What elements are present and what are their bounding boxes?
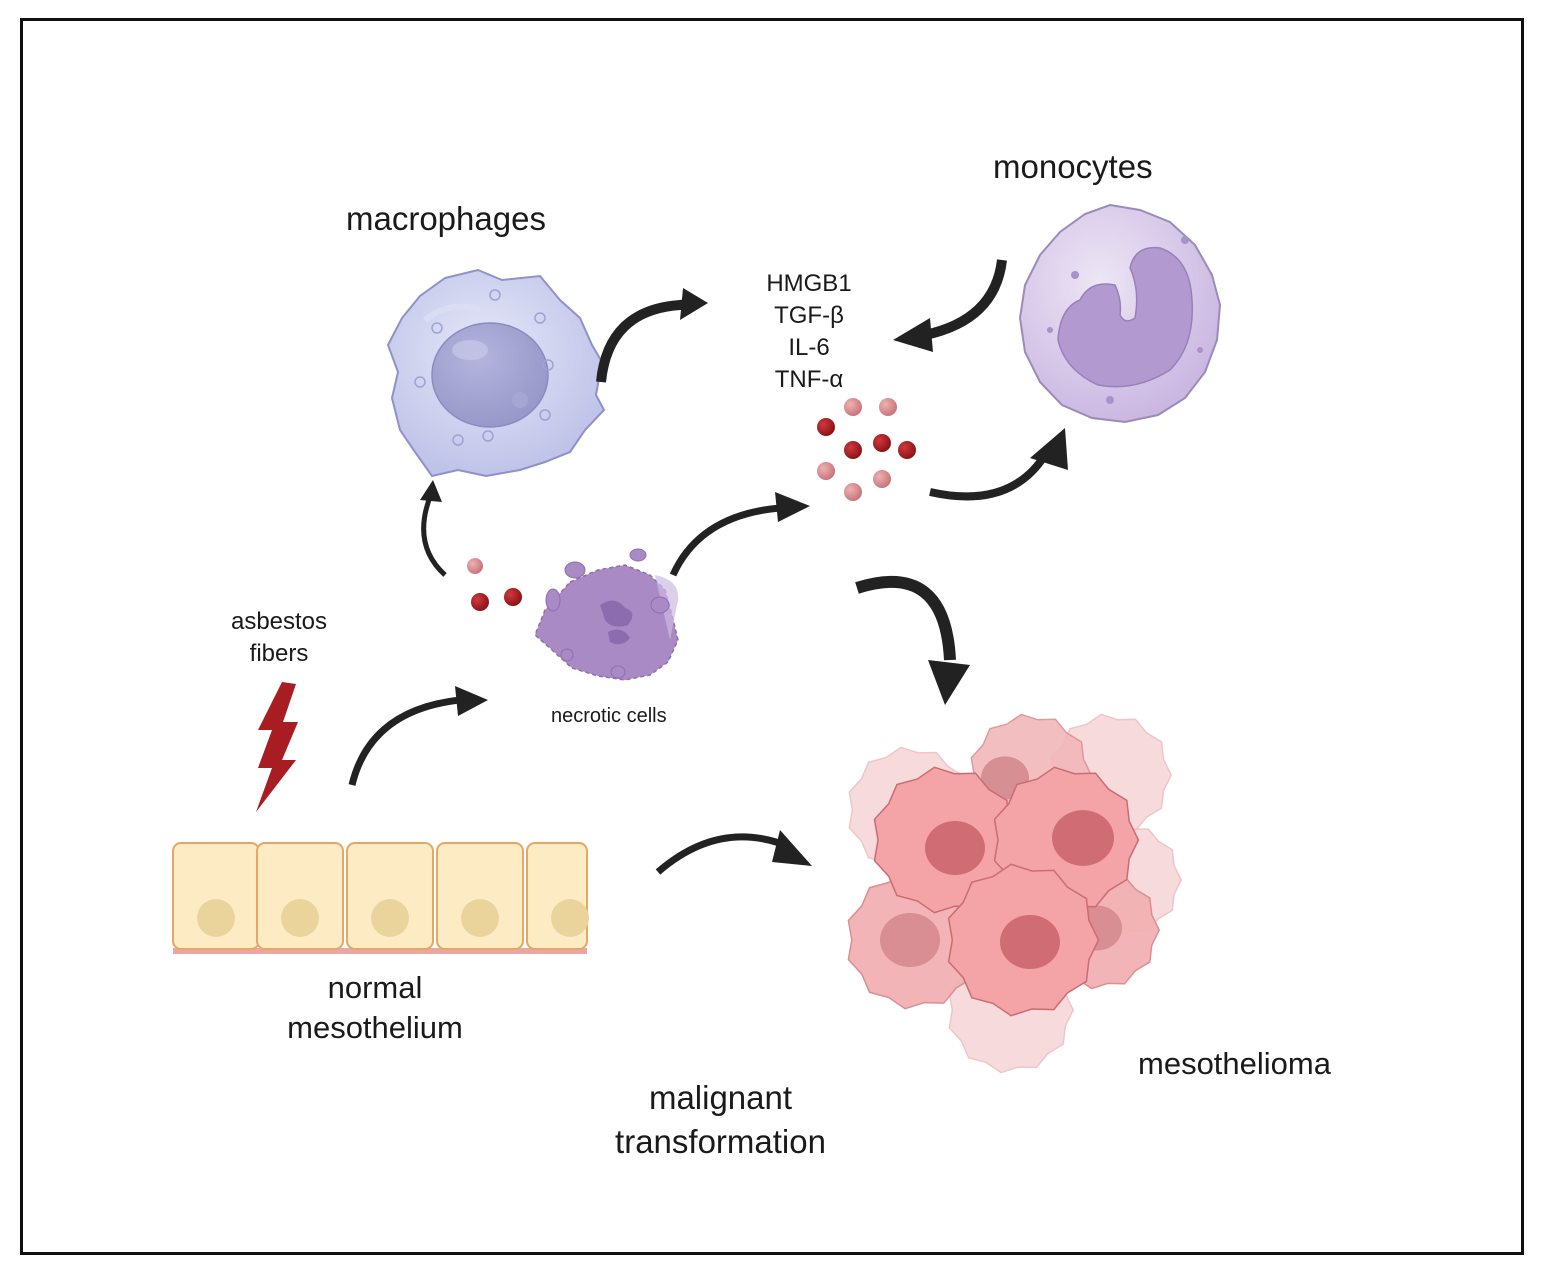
arrow-monocyte-to-cytokines: [893, 259, 1007, 352]
arrow-necrotic-to-cytokines: [669, 492, 810, 577]
mesothelial-nucleus: [461, 899, 499, 937]
mesothelium-tissue-icon: [172, 842, 589, 954]
lightning-bolt-icon: [256, 682, 298, 812]
cytokine-particle: [844, 398, 862, 416]
monocytes-label: monocytes: [993, 148, 1153, 185]
cytokine-particle: [817, 462, 835, 480]
tumor-nucleus: [1000, 915, 1060, 969]
malignant-transformation-label: malignant transformation: [615, 1079, 826, 1160]
macrophages-label: macrophages: [346, 200, 546, 237]
mesothelioma-label: mesothelioma: [1138, 1046, 1331, 1081]
arrow-macrophage-to-cytokines: [596, 288, 708, 383]
figure-border: [20, 18, 1524, 1255]
cytokine-particles: [817, 398, 916, 501]
mesothelioma-cluster-icon: [847, 713, 1182, 1074]
mesothelial-nucleus: [281, 899, 319, 937]
cytokine-list: HMGB1 TGF-β IL-6 TNF-α: [750, 268, 868, 396]
arrow-necrotic-to-macrophage: [420, 480, 447, 577]
arrow-cytokines-to-mesothelioma: [855, 575, 970, 705]
arrow-mesothelium-to-necrotic: [348, 686, 488, 786]
necrotic-cells-label: necrotic cells: [551, 705, 667, 727]
asbestos-fibers-label: asbestos fibers: [230, 608, 328, 667]
cytokine-hmgb1: HMGB1: [766, 270, 852, 297]
monocyte-cell-icon: [1018, 203, 1222, 424]
mesothelial-cell: [256, 842, 344, 950]
mesothelial-nucleus: [371, 899, 409, 937]
mesothelial-nucleus: [551, 899, 589, 937]
cytokine-particle: [898, 441, 916, 459]
cytokine-particle: [873, 470, 891, 488]
cytokine-particle: [873, 434, 891, 452]
cytokine-particle: [879, 398, 897, 416]
cytokine-il6: IL-6: [788, 334, 830, 361]
tumor-nucleus: [925, 821, 985, 875]
cytokine-particle: [844, 483, 862, 501]
arrow-cytokines-to-monocyte: [929, 428, 1068, 501]
necrotic-cell-icon: [467, 548, 679, 681]
arrow-malignant-transformation: [655, 830, 812, 875]
cytokine-particle: [817, 418, 835, 436]
mesothelial-cell: [436, 842, 524, 950]
cytokine-tgf-beta: TGF-β: [774, 302, 844, 329]
cytokine-particle: [844, 441, 862, 459]
mesothelial-cell: [346, 842, 434, 950]
cytokine-tnf-alpha: TNF-α: [774, 366, 844, 393]
tumor-nucleus: [1052, 810, 1114, 866]
arrows: [348, 259, 1068, 875]
macrophage-cell-icon: [386, 268, 606, 478]
tumor-nucleus: [880, 913, 940, 967]
normal-mesothelium-label: normal mesothelium: [287, 970, 463, 1045]
mesothelial-nucleus: [197, 899, 235, 937]
